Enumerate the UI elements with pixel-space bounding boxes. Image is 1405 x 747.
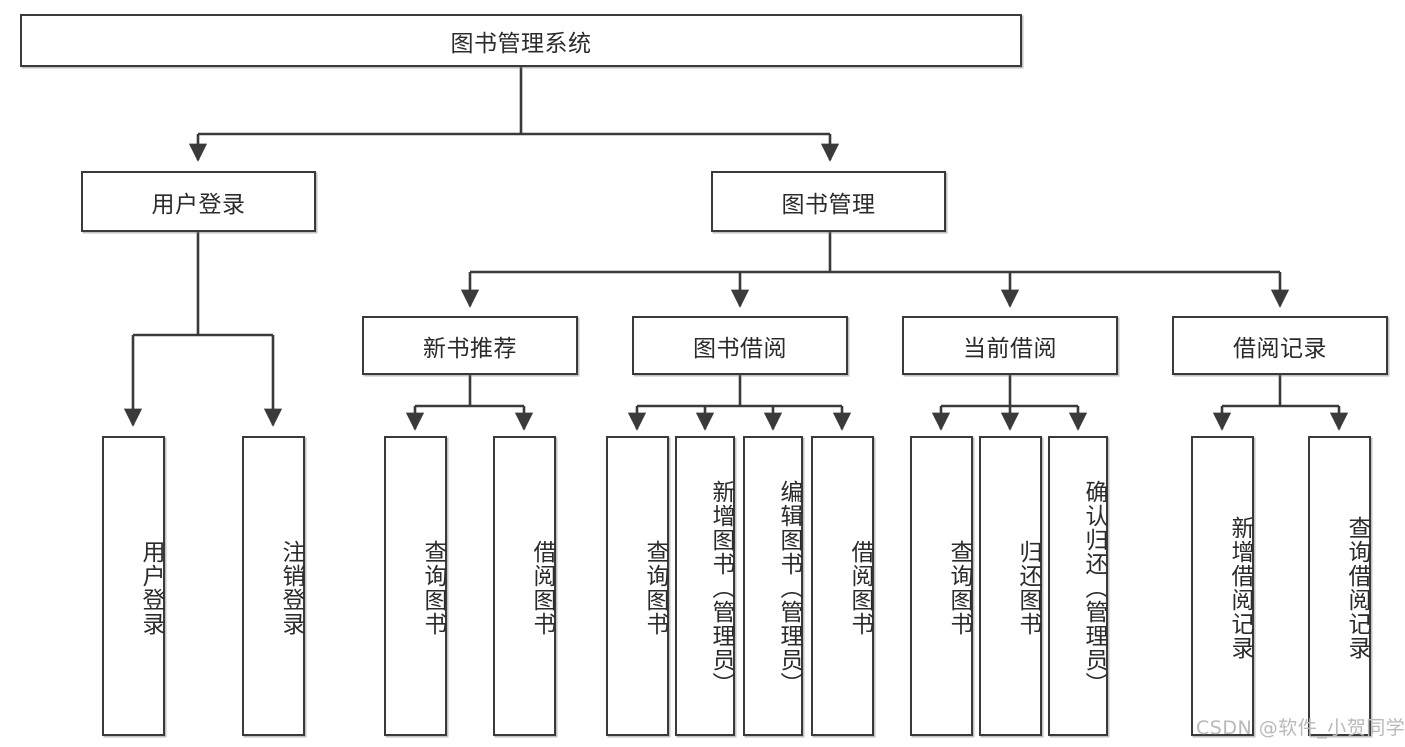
node-leaf-add-record[interactable]: 新增借阅记录 — [1191, 436, 1254, 736]
node-leaf-add-book[interactable]: 新增图书（管理员） — [675, 436, 735, 736]
node-leaf-query-book-1[interactable]: 查询图书 — [384, 436, 447, 736]
node-leaf-borrow-book-2[interactable]: 借阅图书 — [811, 436, 874, 736]
node-leaf-edit-book[interactable]: 编辑图书（管理员） — [743, 436, 803, 736]
node-label: 编辑图书（管理员） — [776, 480, 802, 696]
node-book-manage[interactable]: 图书管理 — [711, 171, 946, 232]
node-label: 查询图书 — [420, 540, 446, 636]
node-label: 图书借阅 — [693, 335, 787, 362]
node-label: 用户登录 — [138, 540, 164, 636]
node-leaf-query-book-2[interactable]: 查询图书 — [606, 436, 669, 736]
node-new-book-rec[interactable]: 新书推荐 — [362, 316, 578, 375]
node-label: 查询图书 — [642, 540, 668, 636]
node-label: 查询借阅记录 — [1344, 516, 1370, 660]
node-book-borrow[interactable]: 图书借阅 — [632, 316, 848, 375]
node-leaf-user-login[interactable]: 用户登录 — [102, 436, 165, 736]
node-current-borrow[interactable]: 当前借阅 — [902, 316, 1118, 375]
node-leaf-confirm-return[interactable]: 确认归还（管理员） — [1048, 436, 1108, 736]
node-leaf-query-record[interactable]: 查询借阅记录 — [1308, 436, 1371, 736]
node-root[interactable]: 图书管理系统 — [20, 14, 1022, 67]
node-label: 用户登录 — [151, 191, 246, 218]
node-label: 新增图书（管理员） — [708, 480, 734, 696]
node-label: 确认归还（管理员） — [1081, 480, 1107, 696]
node-leaf-query-book-3[interactable]: 查询图书 — [910, 436, 973, 736]
node-label: 图书管理 — [781, 191, 876, 218]
watermark: CSDN @软件_小贺同学 — [1196, 717, 1405, 739]
node-label: 借阅图书 — [847, 540, 873, 636]
node-borrow-record[interactable]: 借阅记录 — [1172, 316, 1388, 375]
node-label: 借阅记录 — [1233, 335, 1327, 362]
node-label: 新书推荐 — [423, 335, 517, 362]
node-label: 注销登录 — [278, 540, 304, 636]
node-label: 归还图书 — [1015, 540, 1041, 636]
node-label: 借阅图书 — [529, 540, 555, 636]
node-leaf-return-book[interactable]: 归还图书 — [979, 436, 1042, 736]
node-label: 新增借阅记录 — [1227, 516, 1253, 660]
node-label: 当前借阅 — [963, 335, 1057, 362]
node-label: 图书管理系统 — [450, 30, 592, 57]
node-leaf-borrow-book-1[interactable]: 借阅图书 — [493, 436, 556, 736]
node-label: 查询图书 — [946, 540, 972, 636]
node-leaf-logout[interactable]: 注销登录 — [242, 436, 305, 736]
node-user-login[interactable]: 用户登录 — [81, 171, 316, 232]
